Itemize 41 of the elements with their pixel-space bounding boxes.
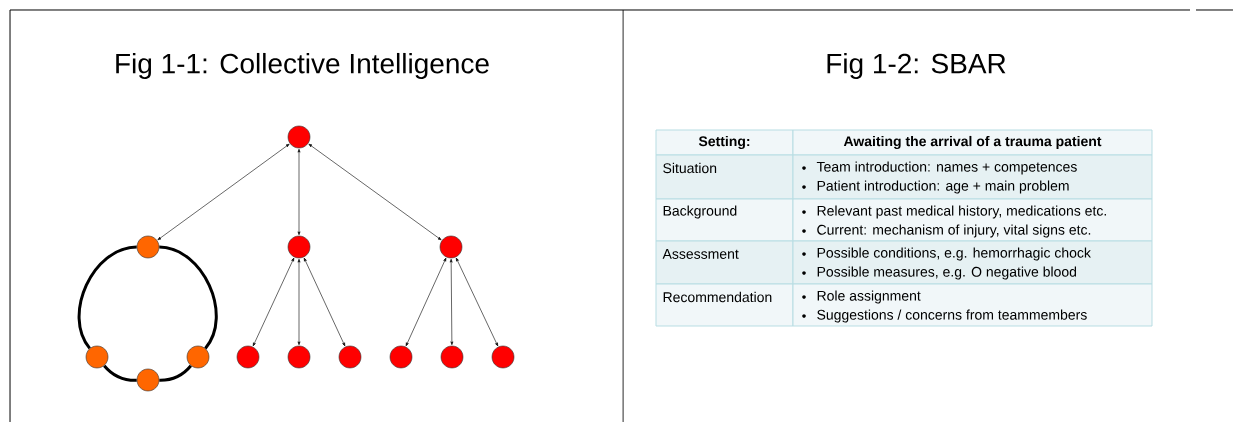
arrow [449, 258, 454, 346]
table-cell: Background [655, 198, 794, 242]
arrow [297, 148, 301, 236]
list-item: Suggestions / concerns from teammembers [802, 309, 1087, 323]
figure-title: Fig 1-1: Collective Intelligence [116, 52, 489, 80]
arrow [297, 258, 301, 346]
list-item: Patient introduction: age + main problem [802, 180, 1069, 194]
circle-node [236, 345, 260, 369]
header-cell: Setting: [655, 129, 794, 156]
list-item: Current: mechanism of injury, vital signs etc. [802, 224, 1091, 238]
list-item: Possible measures, e.g. O negative blood [802, 266, 1077, 280]
list-item: Possible conditions, e.g. hemorrhagic chock [802, 247, 1091, 261]
arrow [455, 257, 499, 347]
circle-node [439, 235, 463, 259]
table-cell: Assessment [655, 240, 794, 285]
ring-arc [159, 245, 218, 350]
circle-node [491, 345, 515, 369]
circle-node [85, 345, 109, 369]
list-item: Relevant past medical history, medications etc. [802, 205, 1106, 219]
circle-node [287, 235, 311, 259]
table-cell: Situation [655, 154, 794, 200]
arrow [303, 257, 346, 347]
arrow [405, 257, 447, 347]
ring-arc [159, 364, 192, 382]
ring-arc [103, 364, 137, 382]
list-item: Team introduction: names + competences [802, 161, 1077, 175]
ring-arc [77, 245, 137, 350]
figure-title: Fig 1-2: SBAR [827, 52, 1006, 80]
list-item: Role assignment [802, 290, 921, 304]
circle-node [136, 235, 160, 259]
circle-node [287, 125, 311, 149]
circle-node [136, 368, 160, 392]
arrow [252, 257, 295, 347]
circle-node [287, 345, 311, 369]
arrow [157, 143, 290, 241]
table-cell: Recommendation [655, 283, 794, 327]
circle-node [389, 345, 413, 369]
circle-node [338, 345, 362, 369]
circle-node [186, 345, 210, 369]
circle-node [440, 345, 464, 369]
arrow [308, 143, 442, 241]
